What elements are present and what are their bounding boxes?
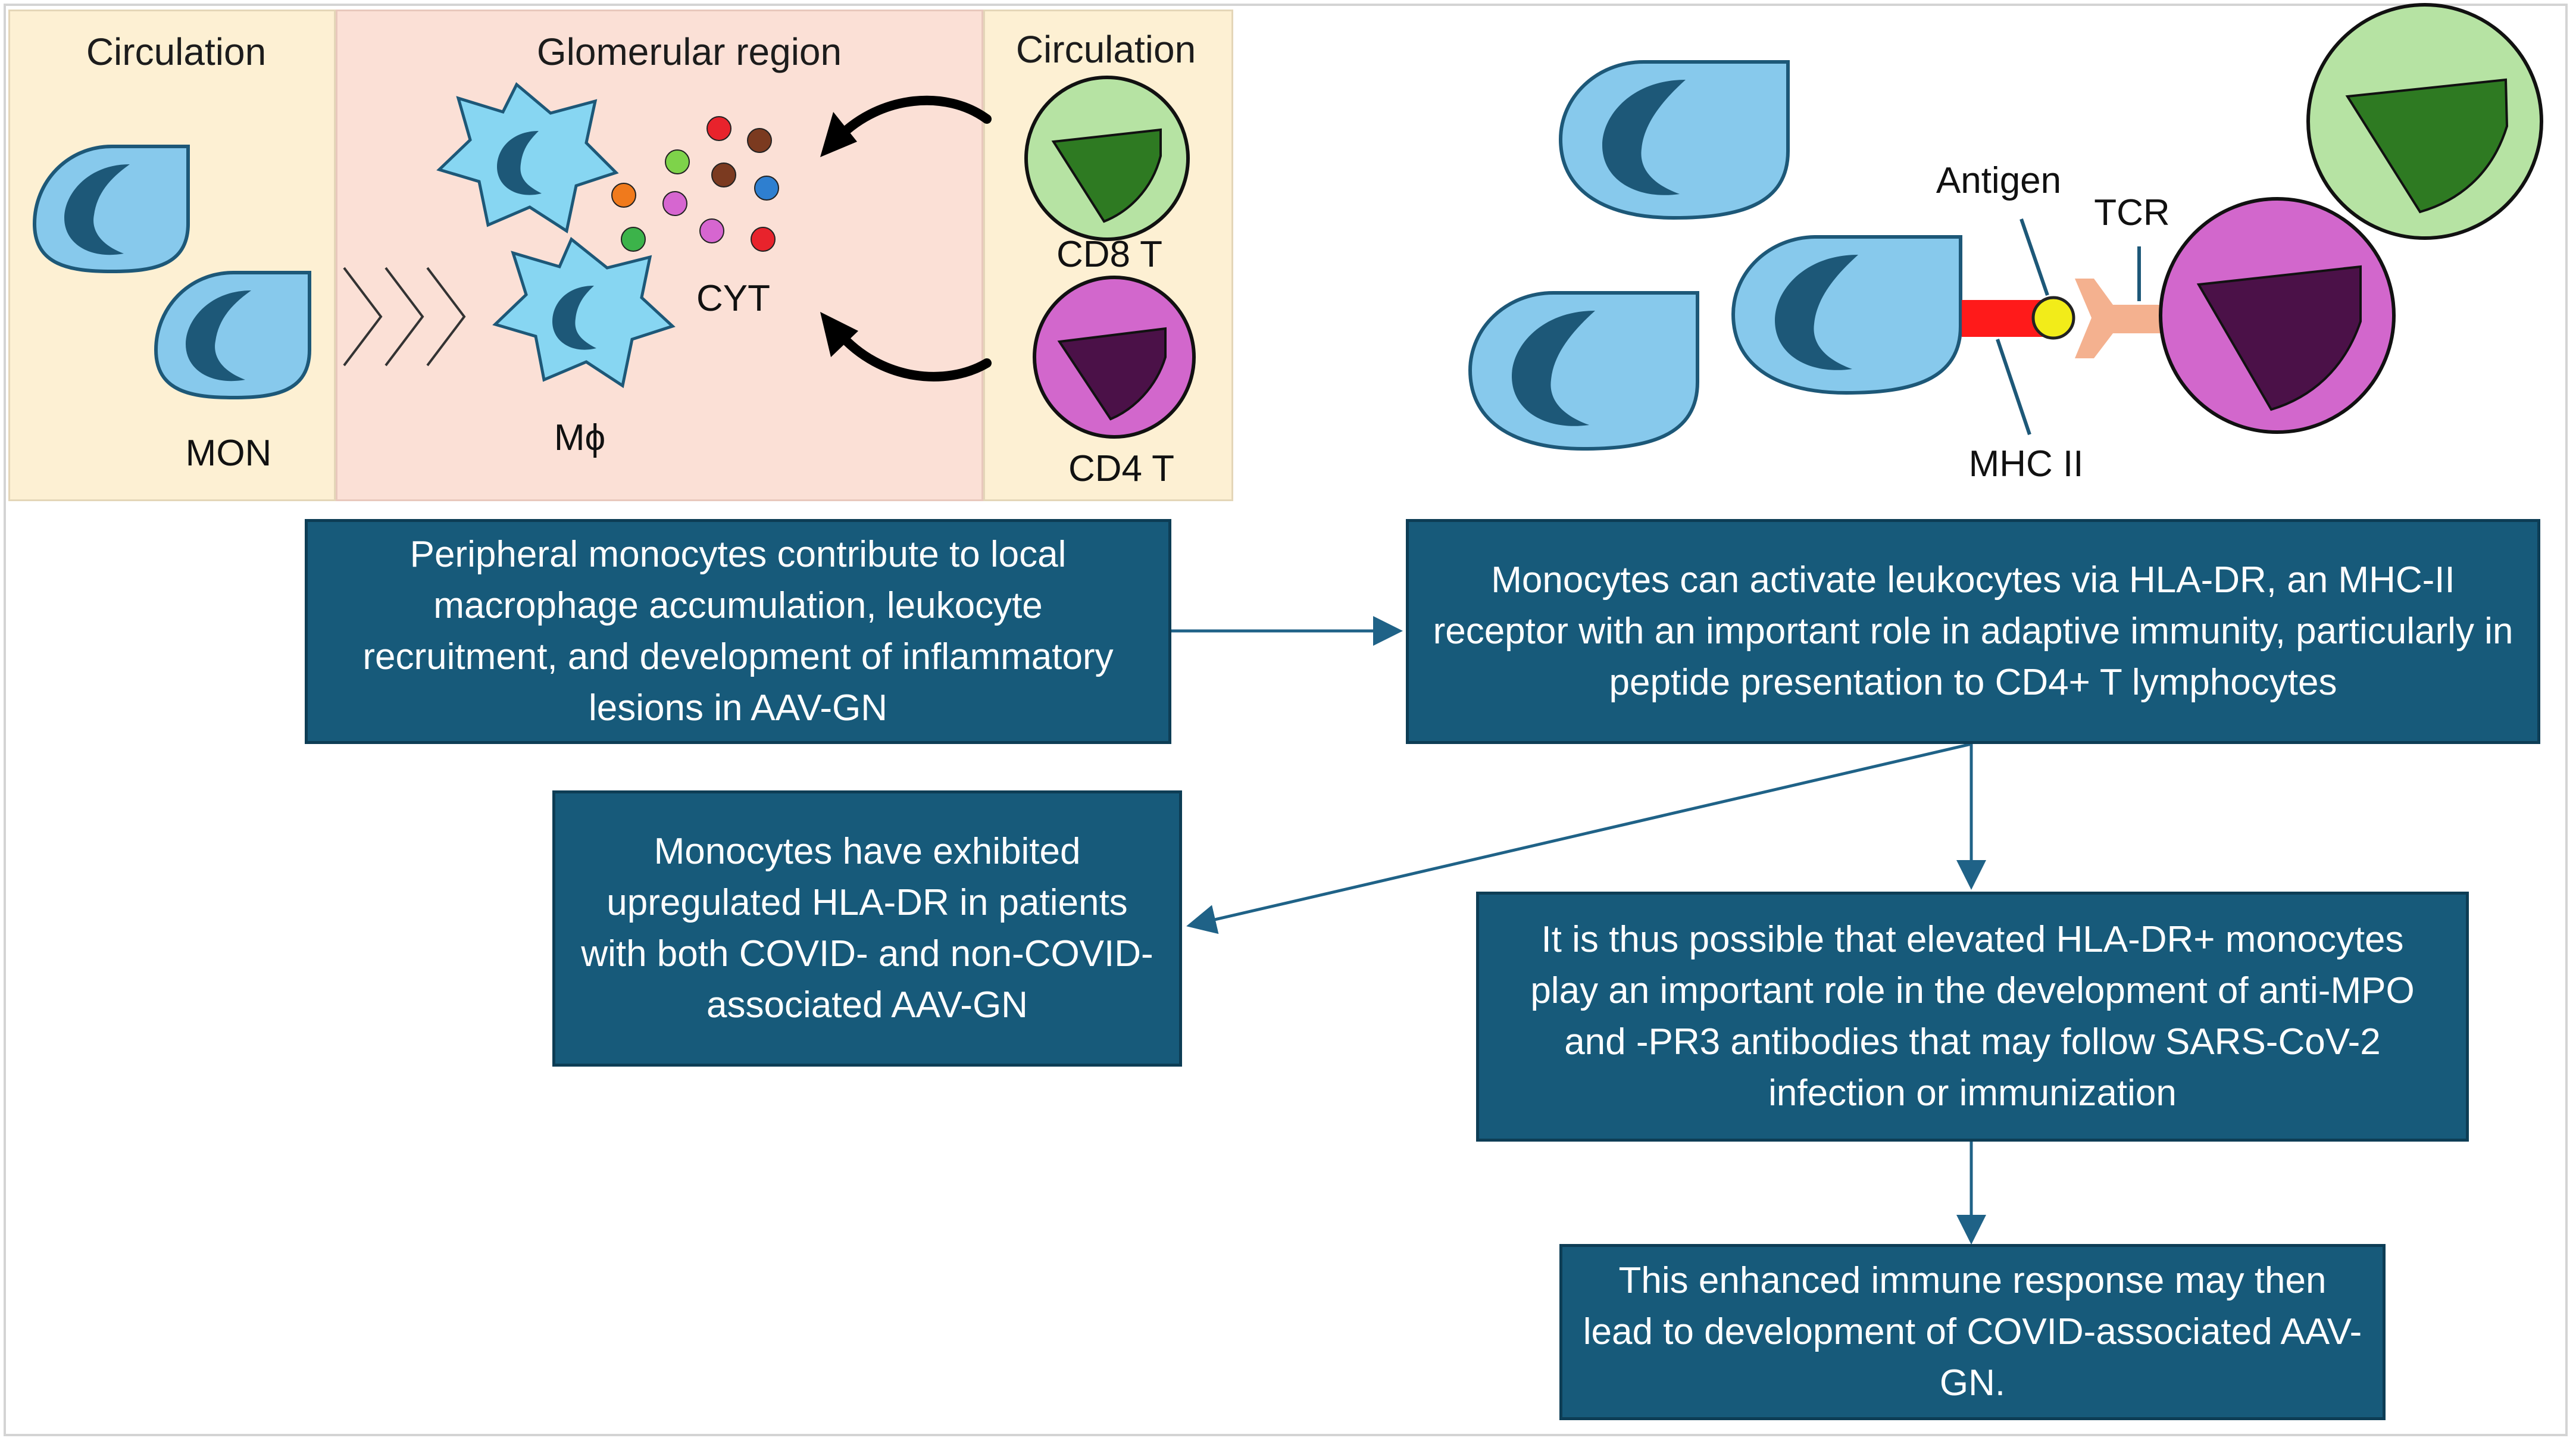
antigen-label: Antigen (1936, 160, 2062, 201)
cd4-label: CD4 T (1068, 448, 1175, 489)
cd4-t-cell-icon (2159, 197, 2396, 434)
macrophage-icon (492, 237, 676, 389)
peripheral-monocytes-box: Peripheral monocytes contribute to local… (305, 519, 1171, 744)
cd8-t-cell-icon (1024, 76, 1190, 241)
monocyte-icon (154, 271, 311, 400)
mhc-ii-label: MHC II (1968, 443, 2084, 484)
enhanced-immune-response-box: This enhanced immune response may then l… (1559, 1244, 2386, 1420)
monocyte-icon (1558, 60, 1790, 220)
monocyte-icon (32, 145, 190, 274)
tcr-label: TCR (2094, 192, 2170, 233)
migration-chevrons (343, 267, 466, 367)
circulation-left-title: Circulation (86, 30, 267, 73)
monocyte-icon (1468, 291, 1699, 451)
macrophage-icon (436, 82, 619, 234)
antigen-presenting-monocyte-icon (1731, 235, 1962, 395)
possible-role-box: It is thus possible that elevated HLA-DR… (1476, 892, 2469, 1142)
cytokine-label: CYT (696, 278, 770, 319)
cd8-t-cell-icon (2306, 3, 2543, 240)
glomerular-title: Glomerular region (536, 30, 842, 73)
recruitment-arrows (834, 95, 992, 382)
glomerular-panel (336, 10, 983, 501)
arrowhead-icon (820, 112, 858, 357)
circulation-right-title: Circulation (1015, 28, 1196, 71)
mhc-ii-receptor (1962, 300, 2044, 337)
tcr-receptor (2075, 279, 2161, 358)
antigen-molecule (2031, 296, 2075, 340)
figure-frame (4, 4, 2568, 1436)
cd8-label: CD8 T (1056, 234, 1163, 275)
hla-dr-activation-box: Monocytes can activate leukocytes via HL… (1406, 519, 2540, 744)
mon-label: MON (185, 433, 272, 474)
upregulated-hla-dr-box: Monocytes have exhibited upregulated HLA… (552, 790, 1182, 1067)
cd4-t-cell-icon (1033, 276, 1196, 439)
label-leader-lines (1996, 218, 2141, 435)
macrophage-label: Mϕ (554, 417, 606, 458)
flow-connectors (1170, 616, 1986, 1245)
cytokine-dots (611, 116, 779, 252)
